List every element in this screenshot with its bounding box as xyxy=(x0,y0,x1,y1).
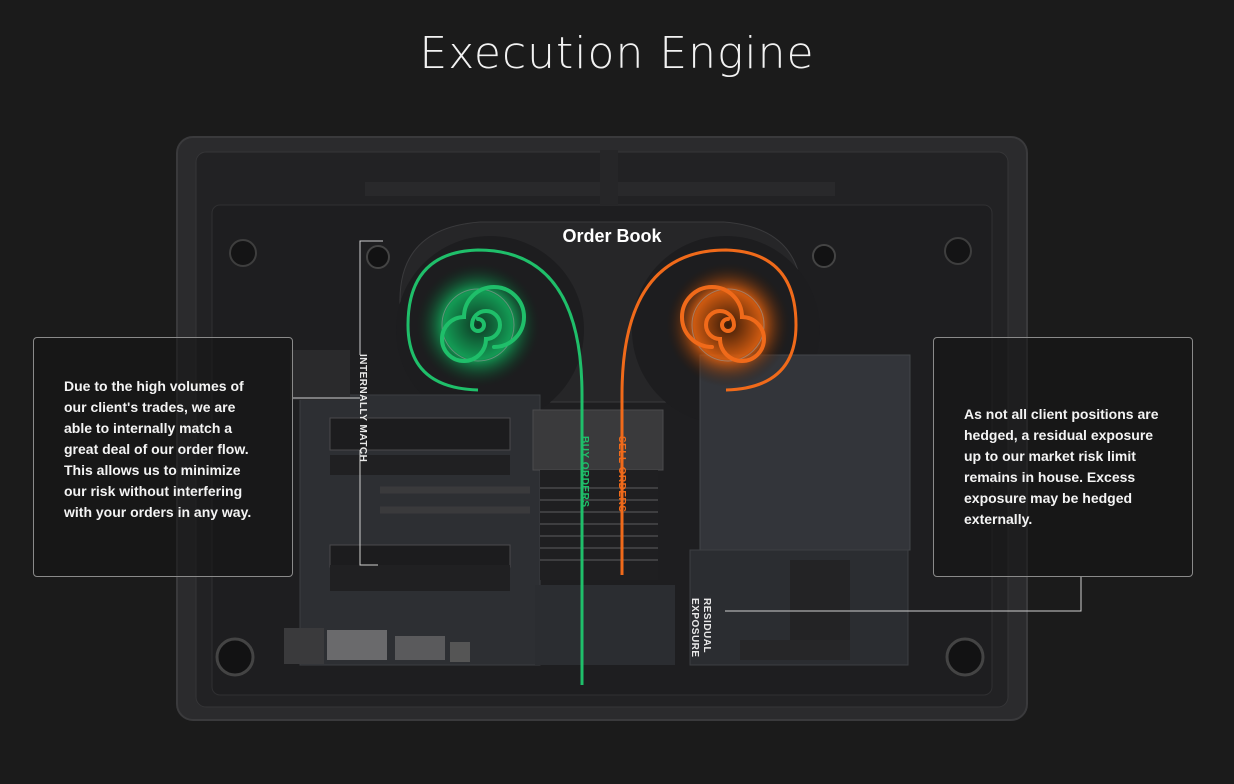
residual-label-line1: RESIDUAL xyxy=(701,598,712,654)
residual-exposure-label: RESIDUAL EXPOSURE xyxy=(688,598,712,658)
logic-board-right xyxy=(689,354,911,666)
residual-exposure-callout: As not all client positions are hedged, … xyxy=(933,337,1193,577)
buy-fan xyxy=(416,263,540,387)
logic-board-left xyxy=(284,350,541,666)
internal-match-callout: Due to the high volumes of our client's … xyxy=(33,337,293,577)
heatsink xyxy=(380,409,675,665)
order-book-label: Order Book xyxy=(562,226,662,246)
corner-screws xyxy=(215,237,985,677)
callout-connectors xyxy=(293,240,1082,612)
buy-orders-label: BUY ORDERS xyxy=(579,436,590,508)
sell-fan xyxy=(666,263,790,387)
page-title: Execution Engine xyxy=(419,28,815,79)
internally-match-label: INTERNALLY MATCH xyxy=(357,354,368,463)
residual-label-line2: EXPOSURE xyxy=(689,598,700,658)
sell-orders-label: SELL ORDERS xyxy=(616,436,627,513)
buy-flow-line xyxy=(406,248,584,685)
residual-exposure-text: As not all client positions are hedged, … xyxy=(964,406,1159,527)
internal-match-text: Due to the high volumes of our client's … xyxy=(64,378,252,520)
sell-flow-line xyxy=(620,248,798,575)
